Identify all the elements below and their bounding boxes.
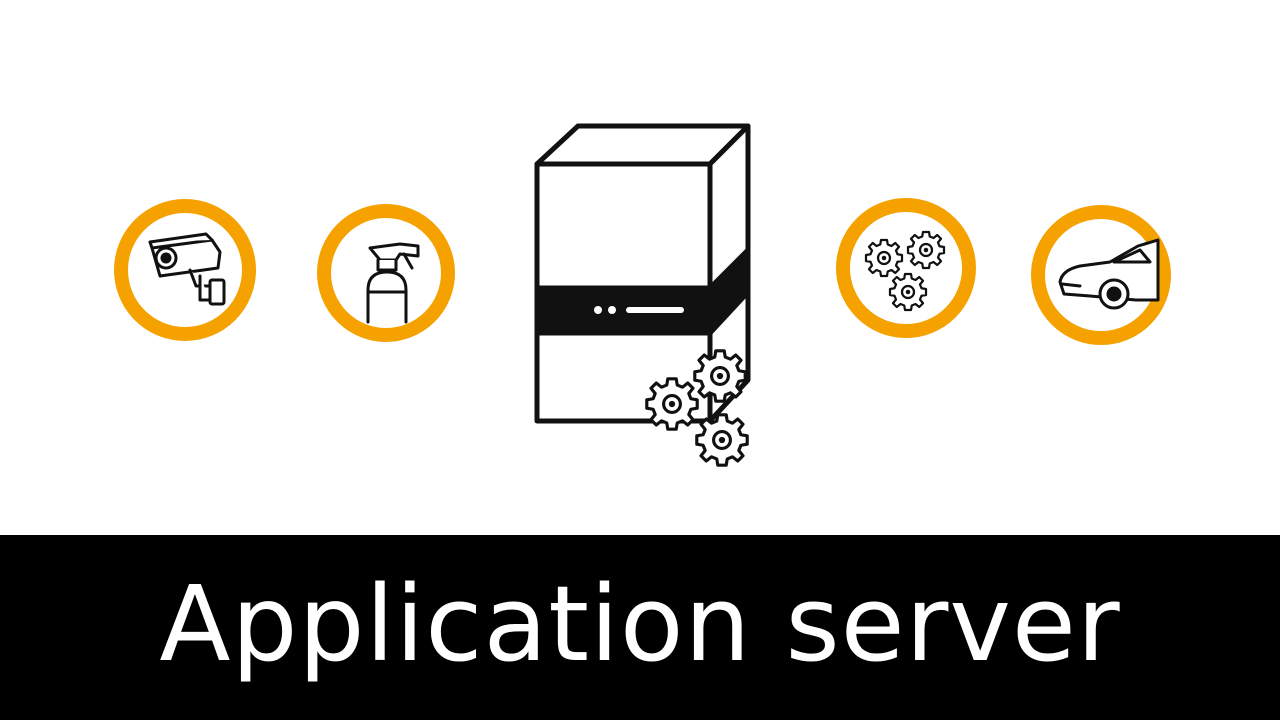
server-tower-icon bbox=[534, 123, 751, 424]
spray-ring bbox=[317, 204, 455, 342]
diagram-canvas bbox=[114, 123, 1171, 467]
caption-title: Application server bbox=[159, 562, 1121, 685]
security-camera-icon bbox=[148, 232, 226, 306]
caption-bar: Application server bbox=[0, 535, 1280, 720]
car-icon bbox=[1058, 238, 1160, 310]
camera-ring bbox=[114, 199, 256, 341]
gears-ring bbox=[836, 198, 976, 338]
car-ring bbox=[1031, 205, 1171, 345]
spray-bottle-icon bbox=[366, 242, 420, 324]
